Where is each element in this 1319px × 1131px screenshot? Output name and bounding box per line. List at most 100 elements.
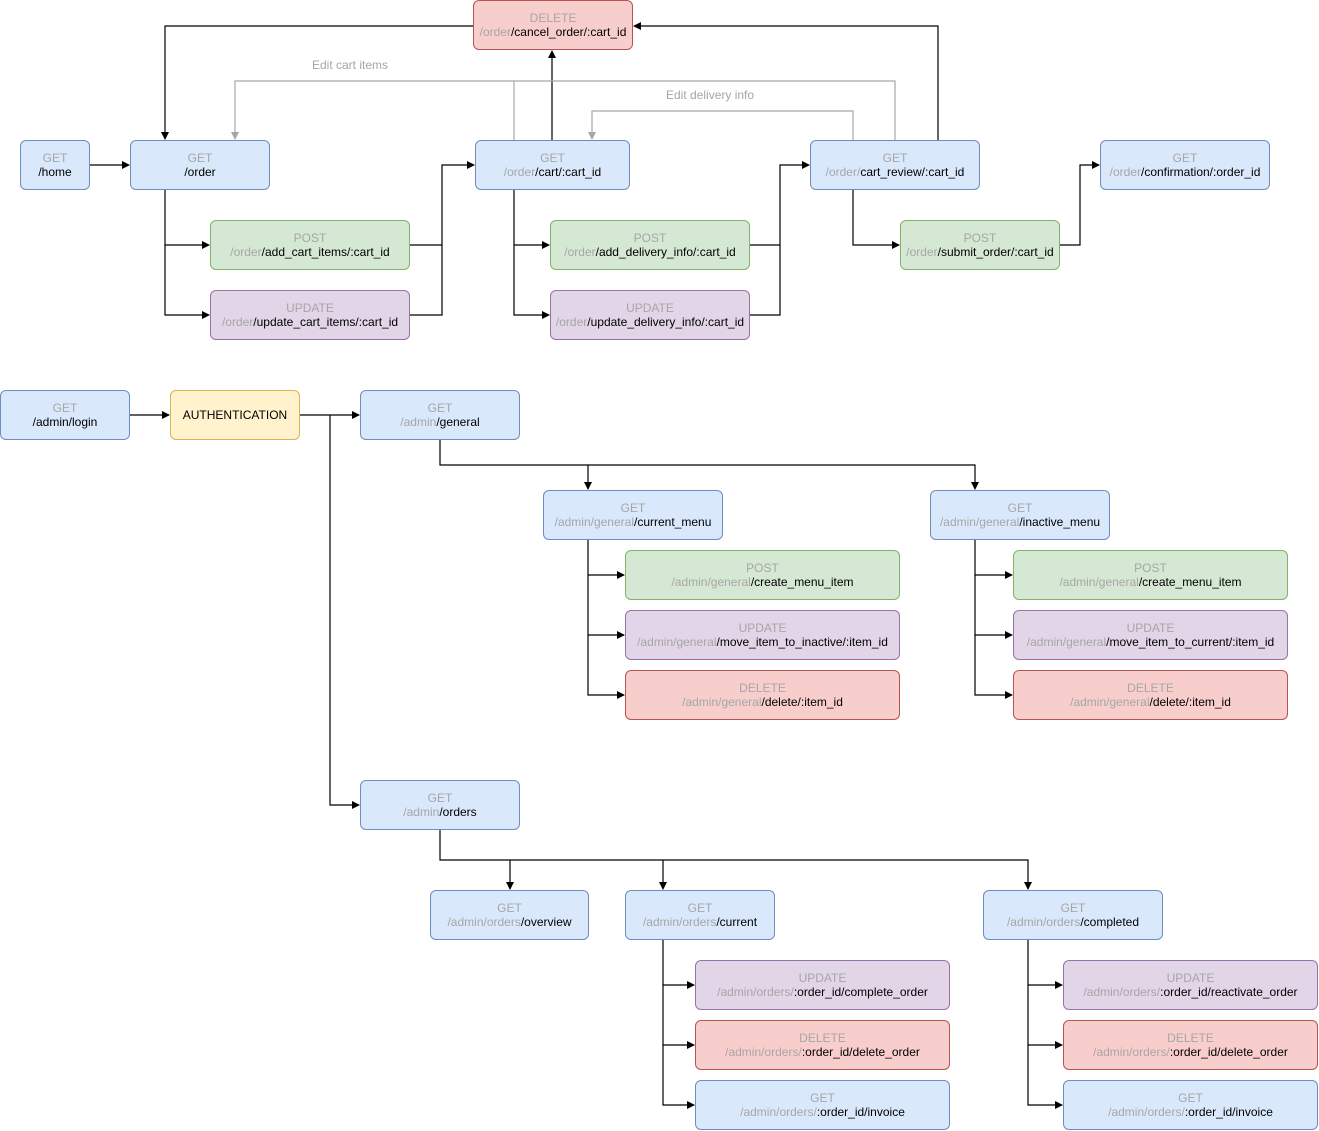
node-prefix: /admin/orders — [447, 915, 521, 929]
node-prefix: /order — [564, 245, 596, 259]
edge-update-delivery-review — [750, 245, 781, 316]
node-post-add-delivery-info[interactable]: POST /order/add_delivery_info/:cart_id — [550, 220, 750, 270]
node-label: AUTHENTICATION — [182, 408, 288, 422]
edge-comp-delete — [1027, 985, 1063, 1049]
node-path: /completed — [1080, 915, 1140, 929]
node-path: /home — [38, 165, 72, 179]
node-post-im-create-menu-item[interactable]: POST /admin/general/create_menu_item — [1013, 550, 1288, 600]
node-prefix: /admin/orders/ — [717, 985, 794, 999]
edge-cart-add-delivery — [513, 190, 550, 249]
node-prefix: /order — [555, 315, 588, 329]
node-get-cart[interactable]: GET /order/cart/:cart_id — [475, 140, 630, 190]
node-prefix: /order — [479, 25, 511, 39]
node-path: /delete/:item_id — [761, 695, 843, 709]
edge-cm-move — [587, 575, 625, 639]
node-get-order[interactable]: GET /order — [130, 140, 270, 190]
edge-order-update — [164, 245, 210, 319]
node-method: DELETE — [799, 1031, 846, 1045]
node-method: UPDATE — [626, 301, 674, 315]
node-method: POST — [293, 231, 327, 245]
edge-submit-confirmation — [1060, 161, 1100, 246]
node-get-completed[interactable]: GET /admin/orders/completed — [983, 890, 1163, 940]
node-path: /delete/:item_id — [1149, 695, 1231, 709]
node-update-im-move-to-current[interactable]: UPDATE /admin/general/move_item_to_curre… — [1013, 610, 1288, 660]
node-path: cart_review/:cart_id — [860, 165, 965, 179]
node-path: /confirmation/:order_id — [1140, 165, 1261, 179]
node-path: /cart/:cart_id — [535, 165, 602, 179]
edge-label-edit-delivery-info: Edit delivery info — [664, 88, 757, 102]
node-delete-im-item[interactable]: DELETE /admin/general/delete/:item_id — [1013, 670, 1288, 720]
node-get-inactive-menu[interactable]: GET /admin/general/inactive_menu — [930, 490, 1110, 540]
node-authentication[interactable]: AUTHENTICATION — [170, 390, 300, 440]
edge-cm-create — [587, 540, 625, 579]
node-method: GET — [1007, 501, 1033, 515]
node-get-admin-login[interactable]: GET /admin/login — [0, 390, 130, 440]
node-method: GET — [187, 151, 213, 165]
node-method: POST — [1134, 561, 1167, 575]
node-method: GET — [427, 791, 453, 805]
node-path: /order — [184, 165, 216, 179]
node-path: /create_menu_item — [1138, 575, 1242, 589]
node-get-confirmation[interactable]: GET /order/confirmation/:order_id — [1100, 140, 1270, 190]
node-path: :order_id/delete_order — [801, 1045, 920, 1059]
node-path: :order_id/invoice — [1184, 1105, 1273, 1119]
node-get-completed-invoice[interactable]: GET /admin/orders/:order_id/invoice — [1063, 1080, 1318, 1130]
node-update-complete-order[interactable]: UPDATE /admin/orders/:order_id/complete_… — [695, 960, 950, 1010]
node-get-overview[interactable]: GET /admin/orders/overview — [430, 890, 589, 940]
edge-im-move — [974, 575, 1013, 639]
node-path: /move_item_to_current/:item_id — [1106, 635, 1275, 649]
edge-cur-complete — [662, 940, 695, 989]
node-delete-current-order[interactable]: DELETE /admin/orders/:order_id/delete_or… — [695, 1020, 950, 1070]
edge-im-create — [974, 540, 1013, 579]
node-prefix: /order — [221, 315, 254, 329]
node-delete-cm-item[interactable]: DELETE /admin/general/delete/:item_id — [625, 670, 900, 720]
node-prefix: /admin/general — [637, 635, 717, 649]
node-delete-completed-order[interactable]: DELETE /admin/orders/:order_id/delete_or… — [1063, 1020, 1318, 1070]
edge-edit-cart-items — [231, 80, 515, 140]
node-update-cm-move-to-inactive[interactable]: UPDATE /admin/general/move_item_to_inact… — [625, 610, 900, 660]
edge-cancel-order — [161, 25, 473, 140]
node-path: /update_delivery_info/:cart_id — [587, 315, 745, 329]
node-post-cm-create-menu-item[interactable]: POST /admin/general/create_menu_item — [625, 550, 900, 600]
node-get-current[interactable]: GET /admin/orders/current — [625, 890, 775, 940]
node-path: :order_id/delete_order — [1169, 1045, 1288, 1059]
node-get-admin-general[interactable]: GET /admin/general — [360, 390, 520, 440]
node-method: DELETE — [529, 11, 577, 25]
node-path: /current_menu — [634, 515, 712, 529]
edge-edit-delivery-info — [588, 110, 854, 140]
node-method: UPDATE — [1126, 621, 1175, 635]
node-method: GET — [620, 501, 646, 515]
edge-cur-invoice — [662, 1045, 695, 1109]
node-method: GET — [497, 901, 522, 915]
node-get-admin-orders[interactable]: GET /admin/orders — [360, 780, 520, 830]
node-get-home[interactable]: GET /home — [20, 140, 90, 190]
node-prefix: /order — [906, 245, 938, 259]
edge-comp-invoice — [1027, 1045, 1063, 1109]
node-method: GET — [1178, 1091, 1203, 1105]
node-path: /overview — [520, 915, 572, 929]
node-path: /add_cart_items/:cart_id — [261, 245, 390, 259]
node-get-cart-review[interactable]: GET /order/cart_review/:cart_id — [810, 140, 980, 190]
node-method: GET — [687, 901, 713, 915]
node-method: GET — [427, 401, 453, 415]
node-path: /admin/login — [32, 415, 98, 429]
node-get-current-invoice[interactable]: GET /admin/orders/:order_id/invoice — [695, 1080, 950, 1130]
node-prefix: /admin/general — [682, 695, 762, 709]
node-post-submit-order[interactable]: POST /order/submit_order/:cart_id — [900, 220, 1060, 270]
node-get-current-menu[interactable]: GET /admin/general/current_menu — [543, 490, 723, 540]
node-update-reactivate-order[interactable]: UPDATE /admin/orders/:order_id/reactivat… — [1063, 960, 1318, 1010]
node-delete-cancel-order[interactable]: DELETE /order/cancel_order/:cart_id — [473, 0, 633, 50]
node-path: /add_delivery_info/:cart_id — [595, 245, 736, 259]
node-method: GET — [42, 151, 68, 165]
node-post-add-cart-items[interactable]: POST /order/add_cart_items/:cart_id — [210, 220, 410, 270]
node-prefix: /admin/general — [1070, 695, 1150, 709]
node-prefix: /admin/orders/ — [1083, 985, 1161, 999]
node-path: /current — [716, 915, 758, 929]
node-path: :order_id/invoice — [816, 1105, 905, 1119]
node-method: GET — [52, 401, 78, 415]
node-update-delivery-info[interactable]: UPDATE /order/update_delivery_info/:cart… — [550, 290, 750, 340]
node-method: UPDATE — [738, 621, 787, 635]
node-prefix: /admin — [403, 805, 440, 819]
node-method: POST — [746, 561, 779, 575]
node-update-cart-items[interactable]: UPDATE /order/update_cart_items/:cart_id — [210, 290, 410, 340]
